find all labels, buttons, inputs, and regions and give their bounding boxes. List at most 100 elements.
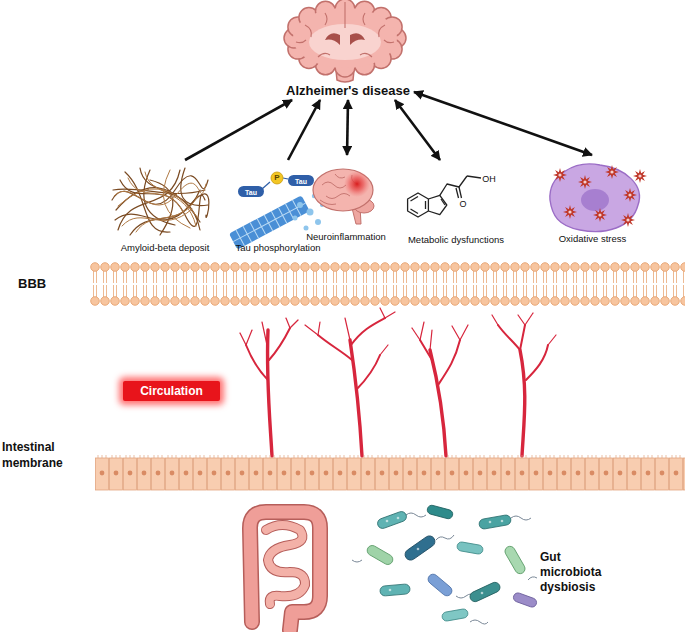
- brain-illustration: [284, 0, 406, 77]
- mechanism-panel: Oxidative stress: [540, 155, 645, 245]
- disease-label: Alzheimer's disease: [282, 82, 414, 100]
- phosphate-tag: P: [274, 174, 279, 182]
- amyloid-fibrils: [112, 168, 209, 235]
- oxidative-cell: [550, 164, 647, 231]
- bacteria-illustration: [403, 534, 437, 563]
- blood-vessel: [380, 308, 385, 318]
- blood-vessel: [356, 355, 380, 390]
- tau-illustration: [293, 216, 298, 221]
- blood-vessel: [305, 325, 318, 335]
- bacteria-illustration: [470, 620, 488, 624]
- oxidative-cell: [633, 169, 647, 183]
- blood-vessel: [246, 345, 268, 380]
- bacteria-illustration: [352, 560, 362, 562]
- node-text: BBB: [18, 275, 46, 293]
- inflamed-brain: [322, 182, 346, 188]
- bacteria-illustration: [386, 517, 504, 595]
- brain-illustration: [284, 0, 406, 82]
- bacteria-illustration: [503, 545, 527, 576]
- blood-vessel: [520, 325, 525, 350]
- node-text: Neuroinflammation: [303, 231, 389, 243]
- blood-vessel: [520, 350, 525, 456]
- indole-structure: [467, 176, 481, 178]
- blood-vessel: [412, 322, 468, 456]
- blood-vessel: [380, 345, 388, 355]
- oxidative-cell: [623, 188, 637, 202]
- bacteria-illustration: [489, 521, 492, 524]
- amyloid-fibrils: [112, 168, 209, 235]
- indole-structure: [456, 188, 459, 198]
- node-text: Intestinal membrane: [2, 439, 90, 471]
- blood-vessel: [420, 322, 424, 340]
- oxidative-cell: [563, 205, 577, 219]
- tau-illustration: [262, 182, 270, 189]
- indole-structure: [411, 209, 419, 214]
- blood-vessel: [525, 313, 533, 325]
- blood-vessel: [240, 318, 298, 456]
- oxidative-cell: [605, 165, 619, 179]
- mechanism-panel: Neuroinflammation: [303, 155, 389, 243]
- inflamed-brain: [335, 174, 345, 178]
- bacteria-illustration: [511, 516, 531, 520]
- inflamed-brain: [313, 169, 373, 211]
- amyloid-fibrils: [181, 168, 208, 206]
- node-text: Amyloid-beta deposit: [105, 242, 225, 254]
- intestine-illustration: [266, 525, 305, 604]
- microbiota-panel: Gut microbiota dysbiosis: [230, 500, 650, 630]
- tau-illustration: [229, 195, 310, 249]
- tau-illustration: [233, 203, 305, 241]
- intestine-illustration: [250, 512, 320, 630]
- indole-structure: [408, 176, 481, 217]
- node-text: Tau phosphorylation: [228, 242, 328, 254]
- protein-tag: Tau: [245, 188, 257, 195]
- blood-vessel: [548, 335, 556, 345]
- circulation-box: Circulation: [123, 381, 220, 401]
- blood-vessel: [267, 330, 272, 456]
- brain-illustration: [305, 25, 311, 37]
- indole-structure: [408, 193, 429, 217]
- bacteria-illustration: [352, 504, 538, 624]
- membrane-band: Intestinal membrane: [0, 437, 685, 493]
- brain-illustration: [363, 13, 365, 25]
- tau-illustration: [283, 178, 288, 179]
- inflamed-brain: [326, 194, 350, 199]
- atom-label: OH: [482, 174, 496, 183]
- blood-vessel: [438, 340, 460, 385]
- brain-illustration: [360, 53, 372, 57]
- blood-vessel: [385, 312, 395, 318]
- bacteria-illustration: [481, 592, 484, 595]
- bacteria-illustration: [380, 584, 411, 597]
- amyloid-fibrils: [140, 168, 200, 230]
- epithelial-layer: [95, 455, 685, 491]
- bacteria-illustration: [456, 541, 483, 554]
- blood-vessel: [290, 320, 298, 328]
- blood-vessel: [318, 335, 352, 360]
- indole-structure: [428, 195, 446, 214]
- blood-vessel: [318, 322, 320, 335]
- brain-illustration: [296, 40, 306, 43]
- indole-structure: [459, 187, 462, 198]
- blood-vessel: [430, 350, 446, 456]
- mechanism-panel: Metabolic dysfunctions: [400, 160, 512, 246]
- arrow-connector: [395, 100, 440, 160]
- bacteria-illustration: [426, 504, 453, 519]
- intestine-illustration: [250, 512, 320, 630]
- node-text: Gut microbiota dysbiosis: [540, 550, 618, 595]
- bacteria-illustration: [468, 581, 501, 604]
- tau-illustration: [238, 186, 264, 197]
- blood-vessel: [518, 315, 525, 325]
- bacteria-illustration: [376, 510, 408, 530]
- node-text: Circulation: [123, 381, 220, 401]
- blood-vessel: [460, 325, 468, 340]
- arrow-connector: [185, 100, 292, 160]
- bacteria-illustration: [441, 608, 468, 621]
- node-text: Alzheimer's disease: [282, 82, 414, 100]
- intestine-illustration: [266, 525, 305, 604]
- bacteria-illustration: [478, 514, 511, 529]
- mechanism-panel: Amyloid-beta deposit: [105, 160, 225, 254]
- bacteria-illustration: [512, 592, 538, 609]
- bacteria-illustration: [528, 577, 537, 580]
- node-text: Metabolic dysfunctions: [400, 234, 512, 246]
- blood-vessel: [350, 340, 362, 456]
- blood-vessel: [492, 313, 556, 456]
